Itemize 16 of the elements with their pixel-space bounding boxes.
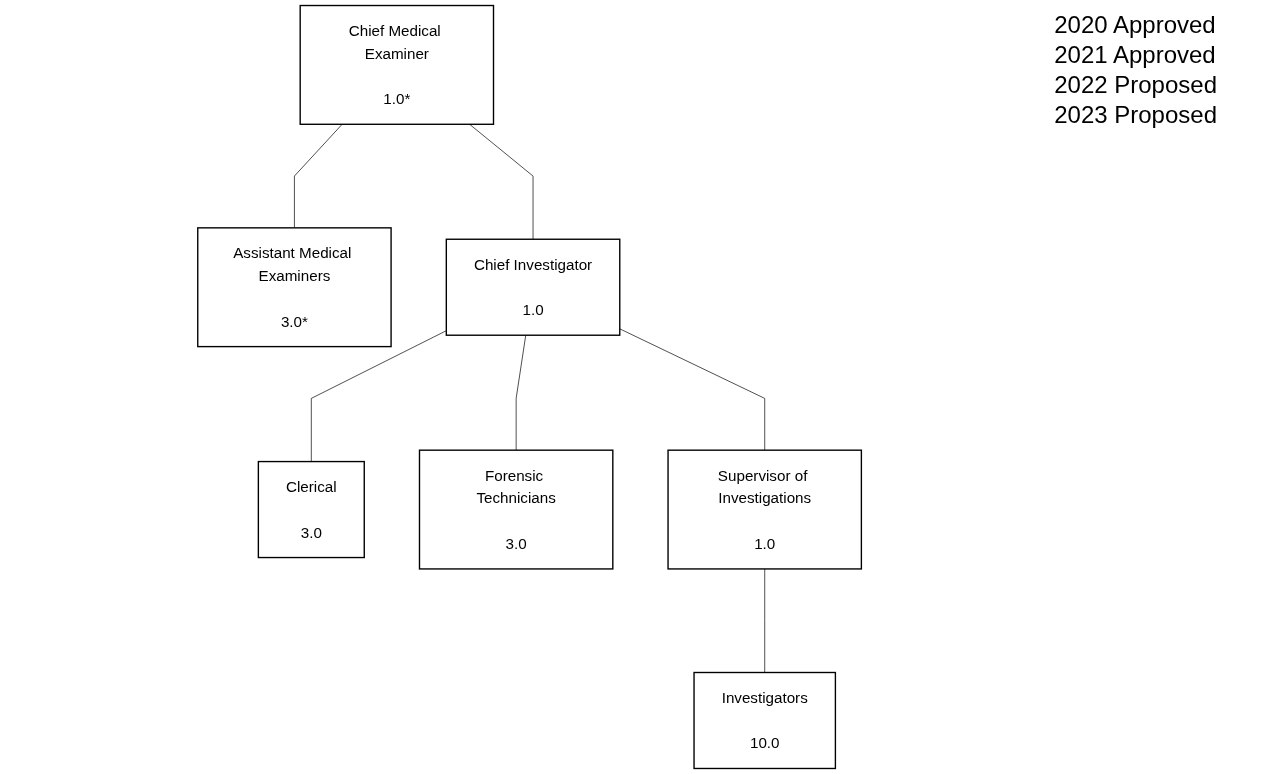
node-box: Assistant Medical Examiners 3.0* (197, 227, 393, 348)
note-text: 2023 Proposed (1054, 100, 1217, 130)
note-text: 2021 Approved (1054, 40, 1217, 70)
connector (764, 568, 766, 673)
node-box: Clerical 3.0 (258, 460, 366, 559)
connector (516, 334, 527, 451)
node-box: Chief Investigator 1.0 (446, 238, 621, 336)
node-box: Investigators 10.0 (693, 671, 837, 770)
connector (469, 123, 534, 240)
note-text: 2020 Approved (1054, 10, 1217, 40)
node-box: Chief Medical Examiner 1.0* (299, 4, 495, 125)
connector (294, 123, 343, 229)
node-box: Forensic Technicians 3.0 (419, 449, 614, 570)
note-text: 2022 Proposed (1054, 70, 1217, 100)
node-box: Supervisor of Investigations 1.0 (667, 449, 863, 570)
connector (311, 330, 448, 462)
